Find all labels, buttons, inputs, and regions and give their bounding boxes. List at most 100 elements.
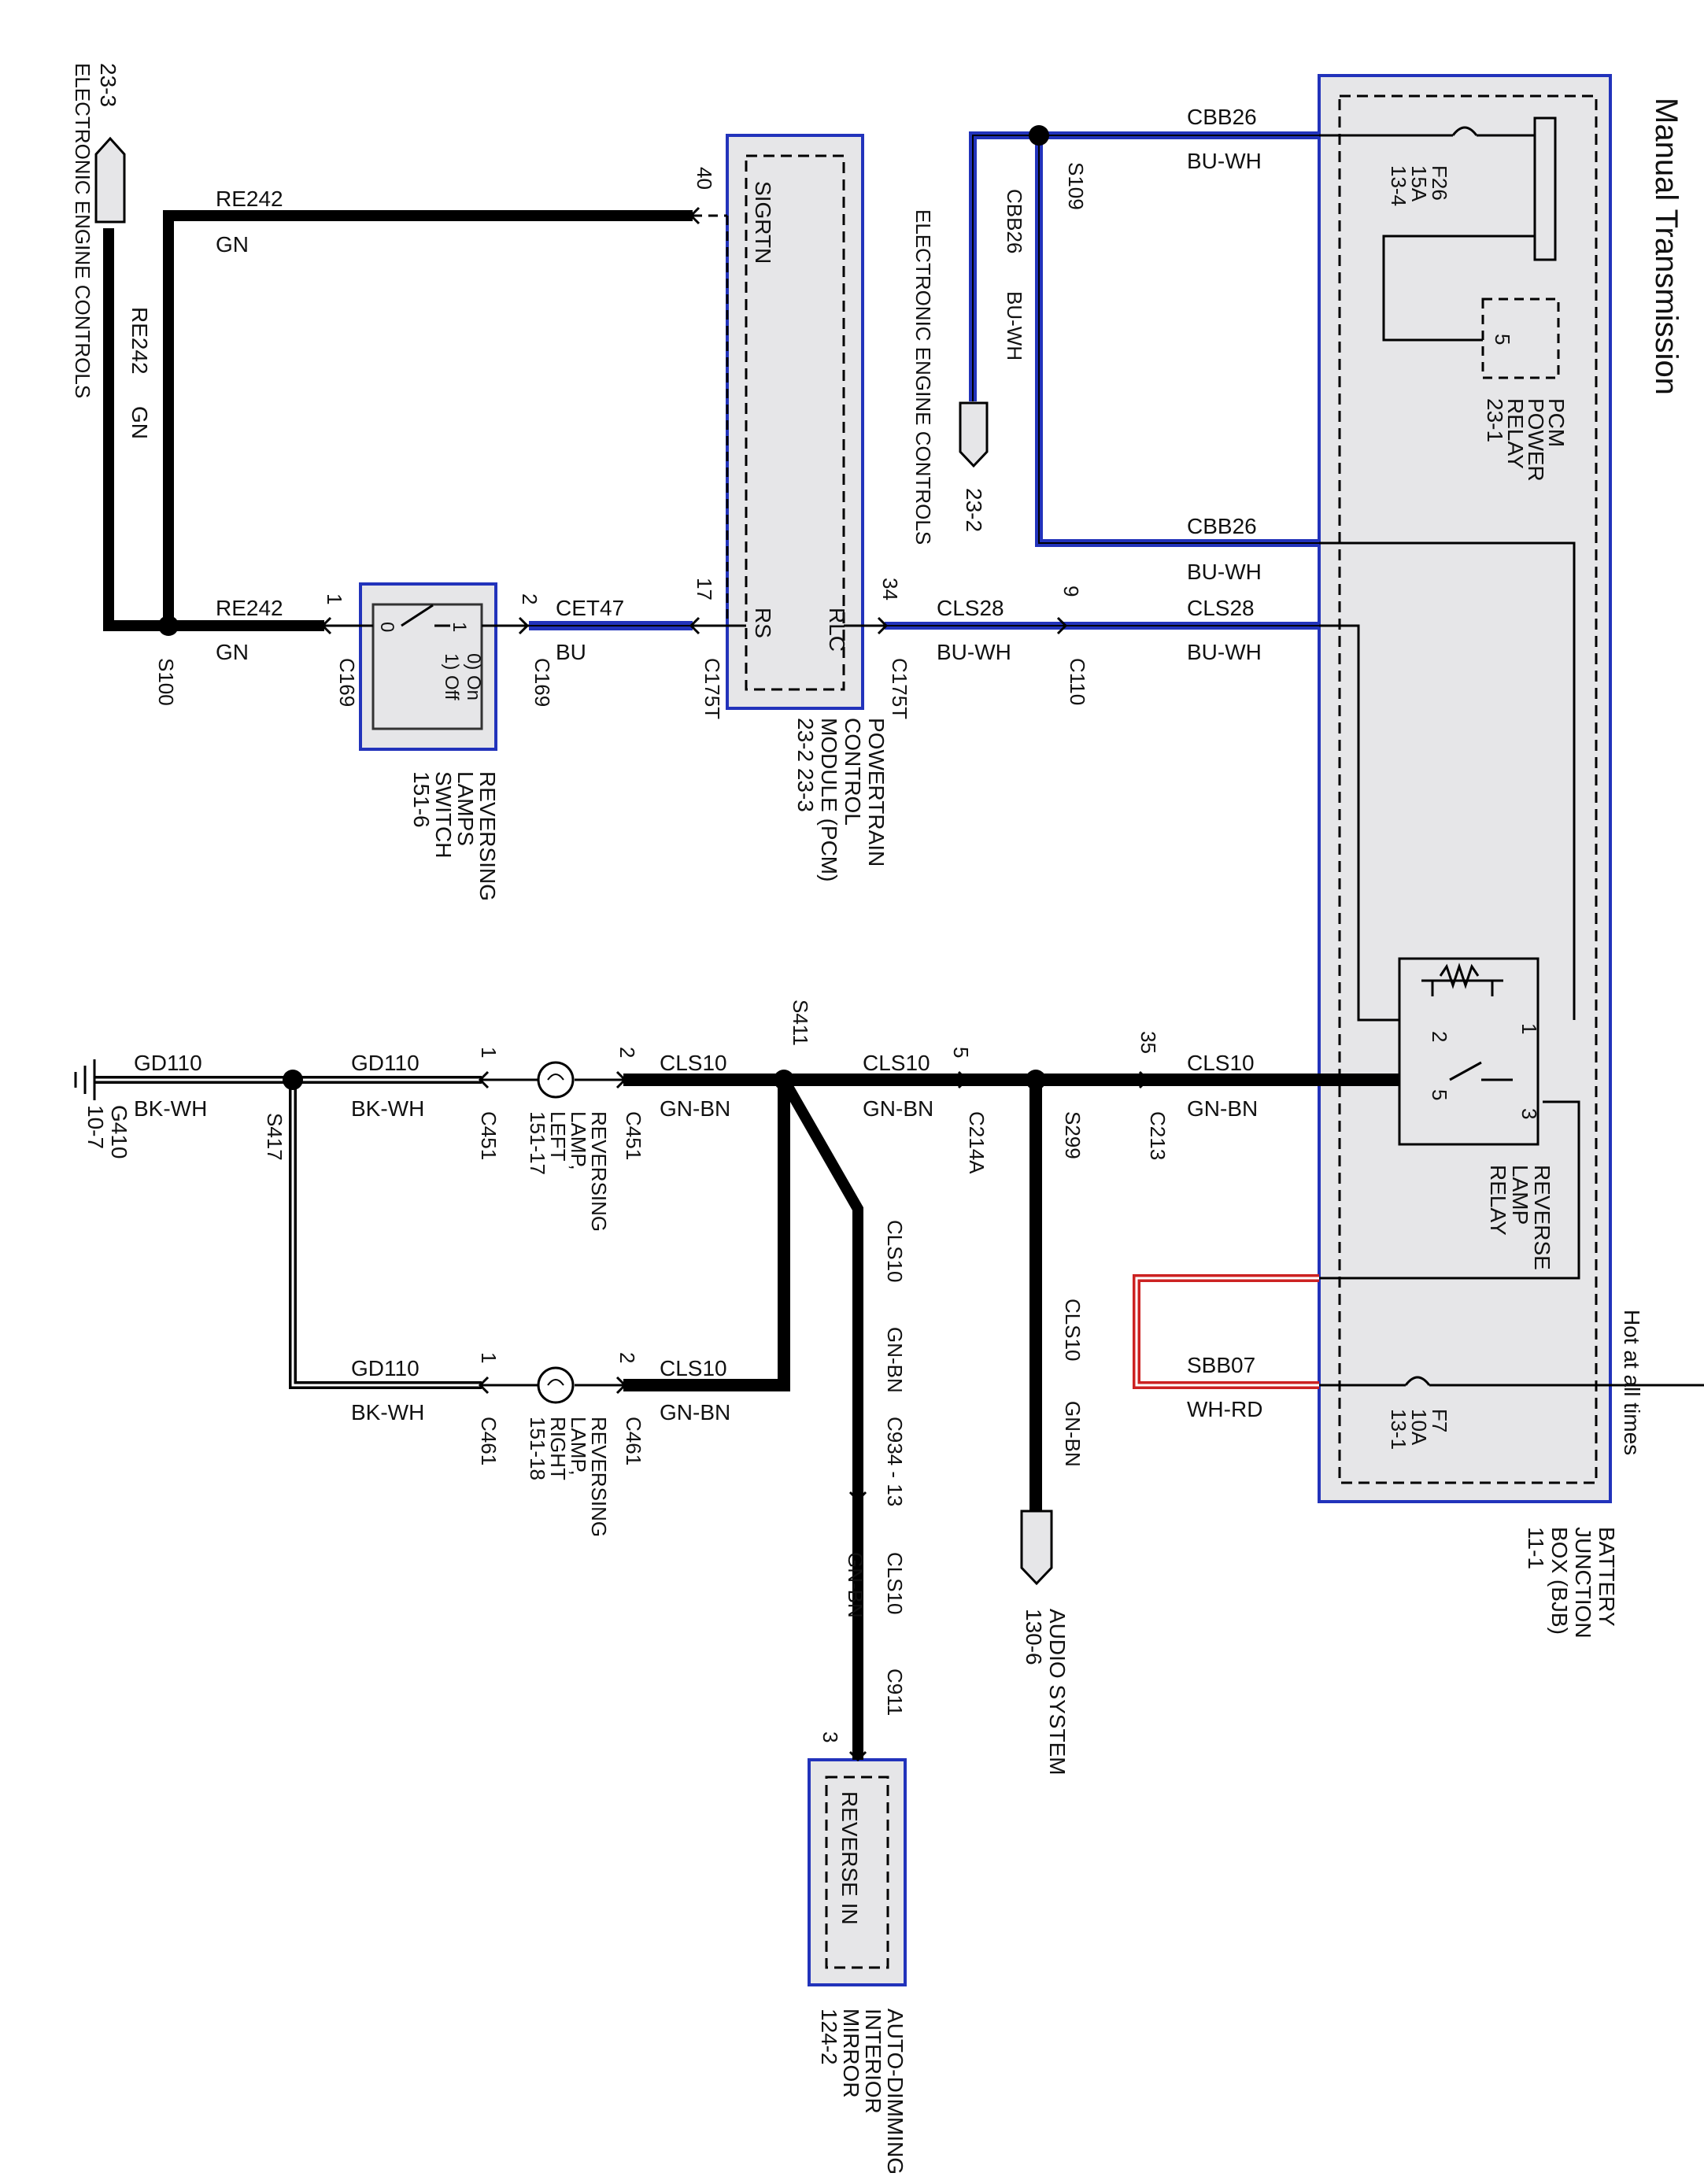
svg-text:2: 2 — [1428, 1031, 1451, 1042]
svg-text:LAMP,: LAMP, — [567, 1111, 590, 1170]
pin-17: 17 — [693, 578, 716, 601]
bjb-relay3-to-red — [1319, 1100, 1580, 1280]
svg-text:0: 0 — [376, 622, 397, 632]
svg-text:REVERSING: REVERSING — [587, 1111, 611, 1232]
label-bu-wh-right: BU-WH — [1187, 640, 1262, 664]
pcm-power-relay-label: 5 PCM POWER RELAY 23-1 — [1483, 334, 1569, 482]
splice-s100 — [158, 615, 179, 636]
label-gn-vert: GN — [128, 406, 152, 439]
label-c169-right: C169 — [530, 658, 554, 707]
fuse-f26-symbol — [1451, 126, 1478, 136]
svg-text:23-2: 23-2 — [962, 488, 986, 532]
label-re242-vert: RE242 — [128, 307, 152, 375]
wire-re242-top — [163, 210, 693, 626]
pin-3-c911: 3 — [819, 1731, 842, 1742]
svg-text:1) Off: 1) Off — [441, 653, 462, 700]
pin-40: 40 — [693, 167, 716, 190]
label-c451-a: C451 — [477, 1111, 501, 1160]
svg-text:MIRROR: MIRROR — [839, 2008, 863, 2098]
fuse-f26-label: F26 15A 13-4 — [1387, 165, 1451, 206]
label-s100: S100 — [154, 658, 178, 706]
eec-mid-connector-icon — [959, 401, 989, 468]
splice-s417 — [283, 1070, 303, 1090]
label-c461-a: C461 — [477, 1417, 501, 1465]
label-gn-top: GN — [216, 232, 249, 257]
svg-text:INTERIOR: INTERIOR — [861, 2008, 885, 2114]
label-bu: BU — [556, 640, 586, 664]
pcm-label: SIGRTN RS RLC POWERTRAIN CONTROL MODULE … — [751, 181, 889, 881]
pcm-dashed-outline — [745, 154, 845, 691]
eec-top-connector-icon — [94, 136, 126, 224]
svg-text:ELECTRONIC ENGINE CONTROLS: ELECTRONIC ENGINE CONTROLS — [911, 209, 935, 545]
svg-text:5: 5 — [1428, 1089, 1451, 1100]
chevron-c934 — [848, 1491, 867, 1502]
splice-s411 — [774, 1070, 794, 1090]
battery-junction-box — [1318, 74, 1612, 1503]
svg-text:151-18: 151-18 — [526, 1417, 549, 1480]
svg-text:F26: F26 — [1428, 165, 1451, 201]
svg-text:RLC: RLC — [825, 608, 849, 652]
bjb-dashed-outline — [1338, 94, 1598, 1484]
pcm-module — [726, 134, 864, 710]
pin-1-c461: 1 — [477, 1352, 501, 1363]
svg-text:1: 1 — [449, 622, 470, 632]
svg-text:10-7: 10-7 — [83, 1105, 108, 1149]
bjb-cls28-to-relay — [1319, 624, 1425, 1022]
pin-2-c451: 2 — [615, 1047, 639, 1058]
svg-text:POWERTRAIN: POWERTRAIN — [864, 718, 889, 867]
fuse-f7-label: F7 10A 13-1 — [1387, 1409, 1451, 1450]
pin-34: 34 — [878, 578, 902, 601]
lamp-left-icon — [537, 1061, 575, 1099]
svg-text:LAMP,: LAMP, — [567, 1417, 590, 1476]
label-bk-wh-b: BK-WH — [351, 1096, 424, 1121]
chevron-c110 — [1056, 616, 1068, 635]
label-bu-wh-mid: BU-WH — [1187, 560, 1262, 584]
label-bu-wh-vert: BU-WH — [1003, 291, 1026, 360]
label-cet47: CET47 — [556, 596, 624, 620]
label-c214a: C214A — [965, 1111, 989, 1174]
svg-text:1: 1 — [1517, 1023, 1541, 1034]
chevron-c175t-40 — [689, 206, 700, 225]
svg-text:11-1: 11-1 — [1524, 1527, 1548, 1569]
svg-text:JUNCTION: JUNCTION — [1571, 1527, 1595, 1639]
pin-9: 9 — [1059, 586, 1083, 597]
label-gn-bn-mid: GN-BN — [863, 1096, 933, 1121]
chevron-c175t-17 — [689, 616, 700, 635]
svg-text:POWER: POWER — [1524, 398, 1548, 482]
pin-5-c214a: 5 — [949, 1047, 973, 1058]
splice-s109 — [1029, 125, 1049, 146]
wire-cls10-mirror — [778, 1077, 863, 1760]
pin-1-c451: 1 — [477, 1047, 501, 1058]
label-sbb07: SBB07 — [1187, 1353, 1255, 1377]
svg-text:CONTROL: CONTROL — [841, 718, 865, 826]
svg-text:LAMP: LAMP — [1508, 1165, 1532, 1225]
label-cbb26-top: CBB26 — [1187, 105, 1257, 129]
label-cls10-mirror-lower: CLS10 — [883, 1552, 907, 1615]
audio-connector-icon — [1020, 1510, 1053, 1586]
chevron-c169-left — [320, 616, 332, 635]
label-wh-rd: WH-RD — [1187, 1397, 1262, 1421]
relay-coil-icon — [1421, 963, 1503, 996]
svg-text:10A: 10A — [1407, 1409, 1431, 1446]
ground-reference: G410 10-7 — [83, 1105, 131, 1159]
svg-text:151-17: 151-17 — [526, 1111, 549, 1175]
svg-text:13-4: 13-4 — [1387, 165, 1410, 206]
label-c213: C213 — [1146, 1111, 1170, 1160]
label-gn-bn-right: GN-BN — [1187, 1096, 1258, 1121]
wire-gd110-right — [289, 1080, 482, 1389]
label-cls28-right: CLS28 — [1187, 596, 1255, 620]
pin-1-c169: 1 — [323, 593, 346, 604]
switch-inner — [371, 603, 483, 730]
lamp-right-icon — [537, 1366, 575, 1404]
chevron-c451-a — [478, 1070, 490, 1089]
lamp-right-label: REVERSING LAMP, RIGHT 151-18 — [526, 1417, 611, 1537]
svg-text:130-6: 130-6 — [1022, 1609, 1046, 1665]
switch-label: 0 1 0) On 1) Off REVERSING LAMPS SWITCH … — [376, 622, 500, 901]
bjb-cbb26-to-relay — [1319, 541, 1576, 1020]
lamp-left-label: REVERSING LAMP, LEFT 151-17 — [526, 1111, 611, 1232]
label-gd110-b: GD110 — [351, 1051, 420, 1075]
lamp-left-filament — [547, 1074, 564, 1081]
wire-sbb07-core — [1135, 1277, 1319, 1387]
svg-text:LAMPS: LAMPS — [453, 771, 478, 846]
